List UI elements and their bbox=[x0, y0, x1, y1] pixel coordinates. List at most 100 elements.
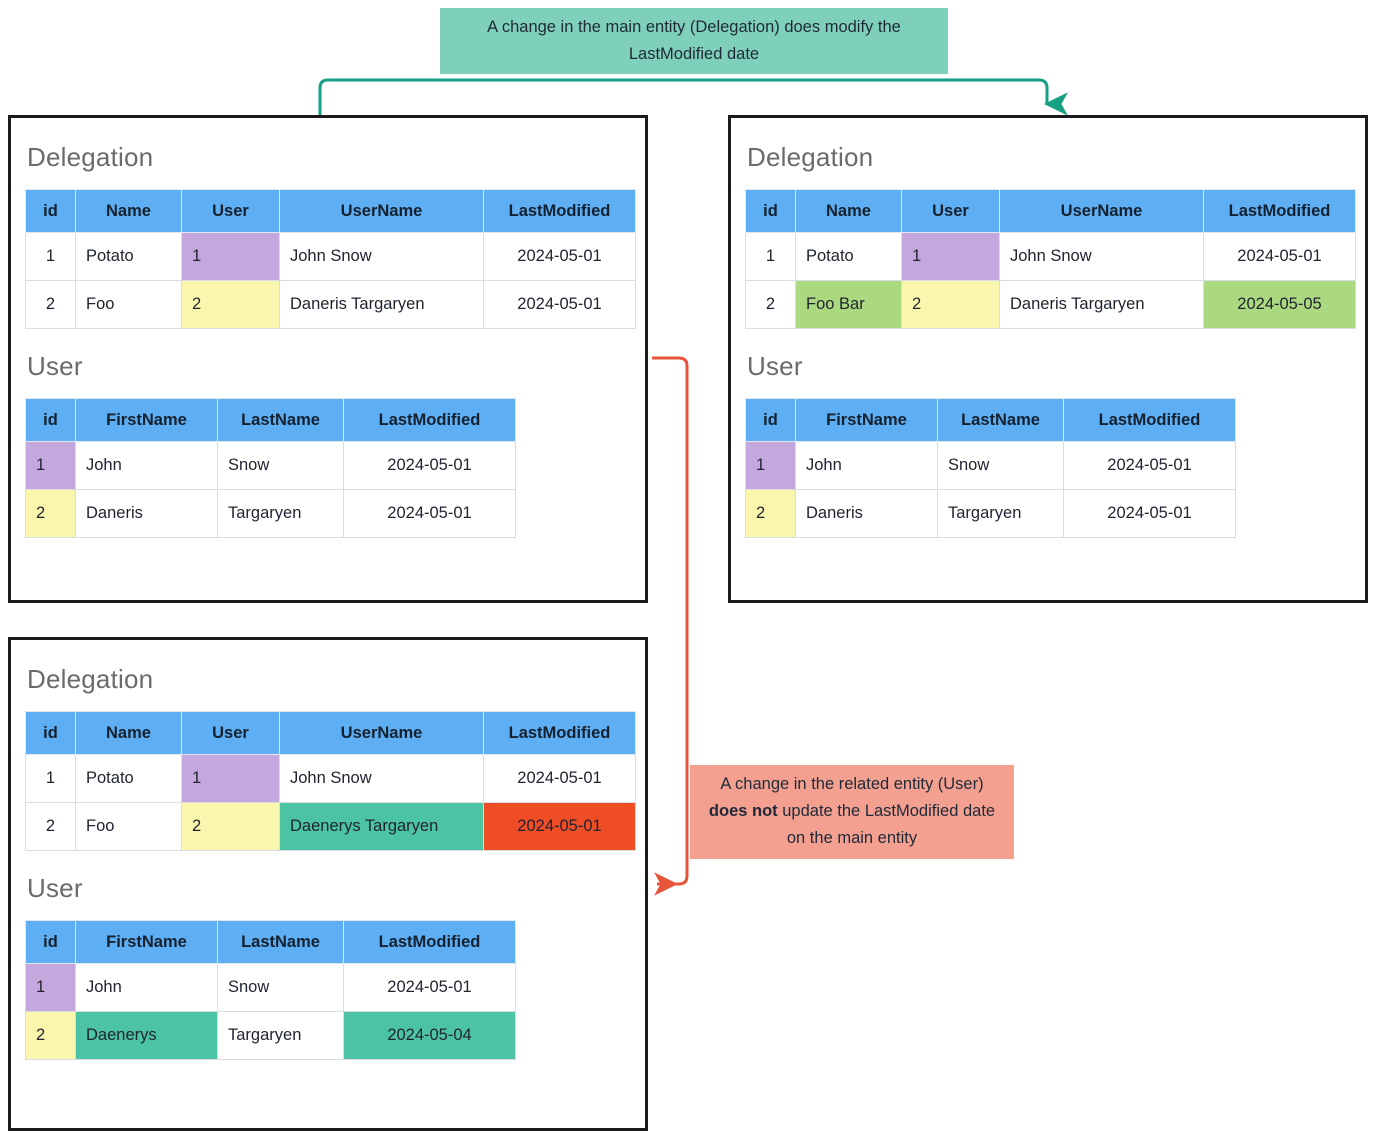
column-header-id: id bbox=[745, 189, 796, 233]
column-header-user: User bbox=[181, 711, 280, 755]
table-cell: 2 bbox=[25, 489, 76, 538]
table-cell: Snow bbox=[217, 441, 344, 490]
column-header-lastname: LastName bbox=[217, 398, 344, 442]
table-cell: Daenerys bbox=[75, 1011, 218, 1060]
table-cell: 2024-05-01 bbox=[343, 963, 516, 1012]
table-cell: Foo Bar bbox=[795, 280, 902, 329]
table-cell: Daenerys Targaryen bbox=[279, 802, 484, 851]
table-cell: 2 bbox=[745, 280, 796, 329]
column-header-name: Name bbox=[795, 189, 902, 233]
red-annotation-note: A change in the related entity (User) do… bbox=[690, 765, 1014, 859]
column-header-lastname: LastName bbox=[937, 398, 1064, 442]
table-cell: Targaryen bbox=[217, 1011, 344, 1060]
table-cell: 2024-05-01 bbox=[343, 441, 516, 490]
delegation-title: Delegation bbox=[27, 664, 154, 694]
column-header-user: User bbox=[901, 189, 1000, 233]
table-cell: Targaryen bbox=[217, 489, 344, 538]
table-cell: 2024-05-01 bbox=[483, 754, 636, 803]
user-title: User bbox=[27, 873, 83, 903]
column-header-lastname: LastName bbox=[217, 920, 344, 964]
table-cell: 2 bbox=[25, 1011, 76, 1060]
table-cell: 1 bbox=[25, 232, 76, 281]
table-cell: John bbox=[75, 963, 218, 1012]
column-header-id: id bbox=[25, 189, 76, 233]
table-cell: 2 bbox=[25, 802, 76, 851]
column-header-firstname: FirstName bbox=[795, 398, 938, 442]
column-header-lastmodified: LastModified bbox=[1203, 189, 1356, 233]
table-cell: 1 bbox=[25, 441, 76, 490]
table-cell: 2024-05-04 bbox=[343, 1011, 516, 1060]
table-cell: 2 bbox=[25, 280, 76, 329]
table-cell: 2 bbox=[181, 802, 280, 851]
table-cell: John Snow bbox=[279, 754, 484, 803]
table-cell: Daneris bbox=[75, 489, 218, 538]
user-title: User bbox=[27, 351, 83, 381]
column-header-id: id bbox=[25, 398, 76, 442]
column-header-firstname: FirstName bbox=[75, 398, 218, 442]
table-cell: Daneris Targaryen bbox=[279, 280, 484, 329]
red-annotation-line1: A change in the related entity (User) bbox=[720, 775, 984, 793]
table-cell: 1 bbox=[745, 441, 796, 490]
table-cell: Snow bbox=[937, 441, 1064, 490]
column-header-lastmodified: LastModified bbox=[483, 189, 636, 233]
column-header-name: Name bbox=[75, 711, 182, 755]
table-cell: 2 bbox=[745, 489, 796, 538]
red-annotation-line2: update the LastModified bbox=[777, 802, 959, 821]
column-header-lastmodified: LastModified bbox=[343, 920, 516, 964]
table-cell: John bbox=[75, 441, 218, 490]
column-header-id: id bbox=[25, 920, 76, 964]
table-cell: 2024-05-01 bbox=[1203, 232, 1356, 281]
table-cell: 2 bbox=[181, 280, 280, 329]
green-annotation-line1: A change in the main entity (Delegation)… bbox=[487, 18, 901, 36]
table-cell: Foo bbox=[75, 280, 182, 329]
table-cell: 1 bbox=[901, 232, 1000, 281]
table-cell: 2024-05-01 bbox=[1063, 489, 1236, 538]
column-header-user: User bbox=[181, 189, 280, 233]
delegation-title: Delegation bbox=[747, 142, 874, 172]
table-cell: 2024-05-01 bbox=[343, 489, 516, 538]
table-cell: John Snow bbox=[999, 232, 1204, 281]
table-cell: 1 bbox=[181, 232, 280, 281]
red-annotation-emphasis: does not bbox=[708, 802, 778, 821]
column-header-firstname: FirstName bbox=[75, 920, 218, 964]
table-cell: John Snow bbox=[279, 232, 484, 281]
table-cell: 2024-05-01 bbox=[1063, 441, 1236, 490]
column-header-id: id bbox=[745, 398, 796, 442]
table-cell: Foo bbox=[75, 802, 182, 851]
table-cell: 2024-05-05 bbox=[1203, 280, 1356, 329]
green-annotation-note: A change in the main entity (Delegation)… bbox=[440, 8, 948, 75]
table-cell: John bbox=[795, 441, 938, 490]
table-cell: Potato bbox=[795, 232, 902, 281]
table-cell: 1 bbox=[181, 754, 280, 803]
table-cell: 1 bbox=[25, 754, 76, 803]
table-cell: Daneris bbox=[795, 489, 938, 538]
green-arrow-path bbox=[318, 78, 1069, 116]
table-cell: 1 bbox=[25, 963, 76, 1012]
